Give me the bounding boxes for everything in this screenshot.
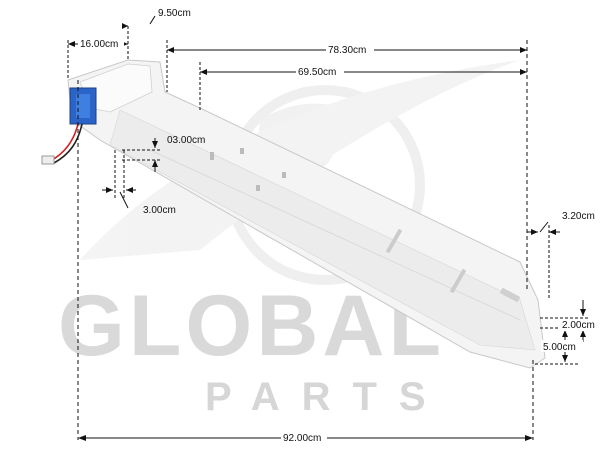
dim-label-overall: 92.00cm: [283, 433, 321, 444]
dimension-arrowheads: [68, 23, 586, 441]
dim-label-78-3: 78.30cm: [328, 45, 366, 56]
dim-label-3-2: 3.20cm: [562, 211, 595, 222]
wire-harness: [41, 123, 83, 165]
dim-label-2: 2.00cm: [562, 320, 595, 331]
dim-label-03: 03.00cm: [167, 135, 205, 146]
dim-label-5: 5.00cm: [543, 342, 576, 353]
dim-label-3: 3.00cm: [143, 205, 176, 216]
watermark-sub-text: PARTS: [205, 375, 448, 419]
dim-label-69-5: 69.50cm: [298, 67, 336, 78]
dim-label-9-5: 9.50cm: [158, 8, 191, 19]
dim-label-16: 16.00cm: [80, 39, 118, 50]
connector-plug: [41, 155, 55, 165]
battery-pack: [69, 87, 97, 125]
